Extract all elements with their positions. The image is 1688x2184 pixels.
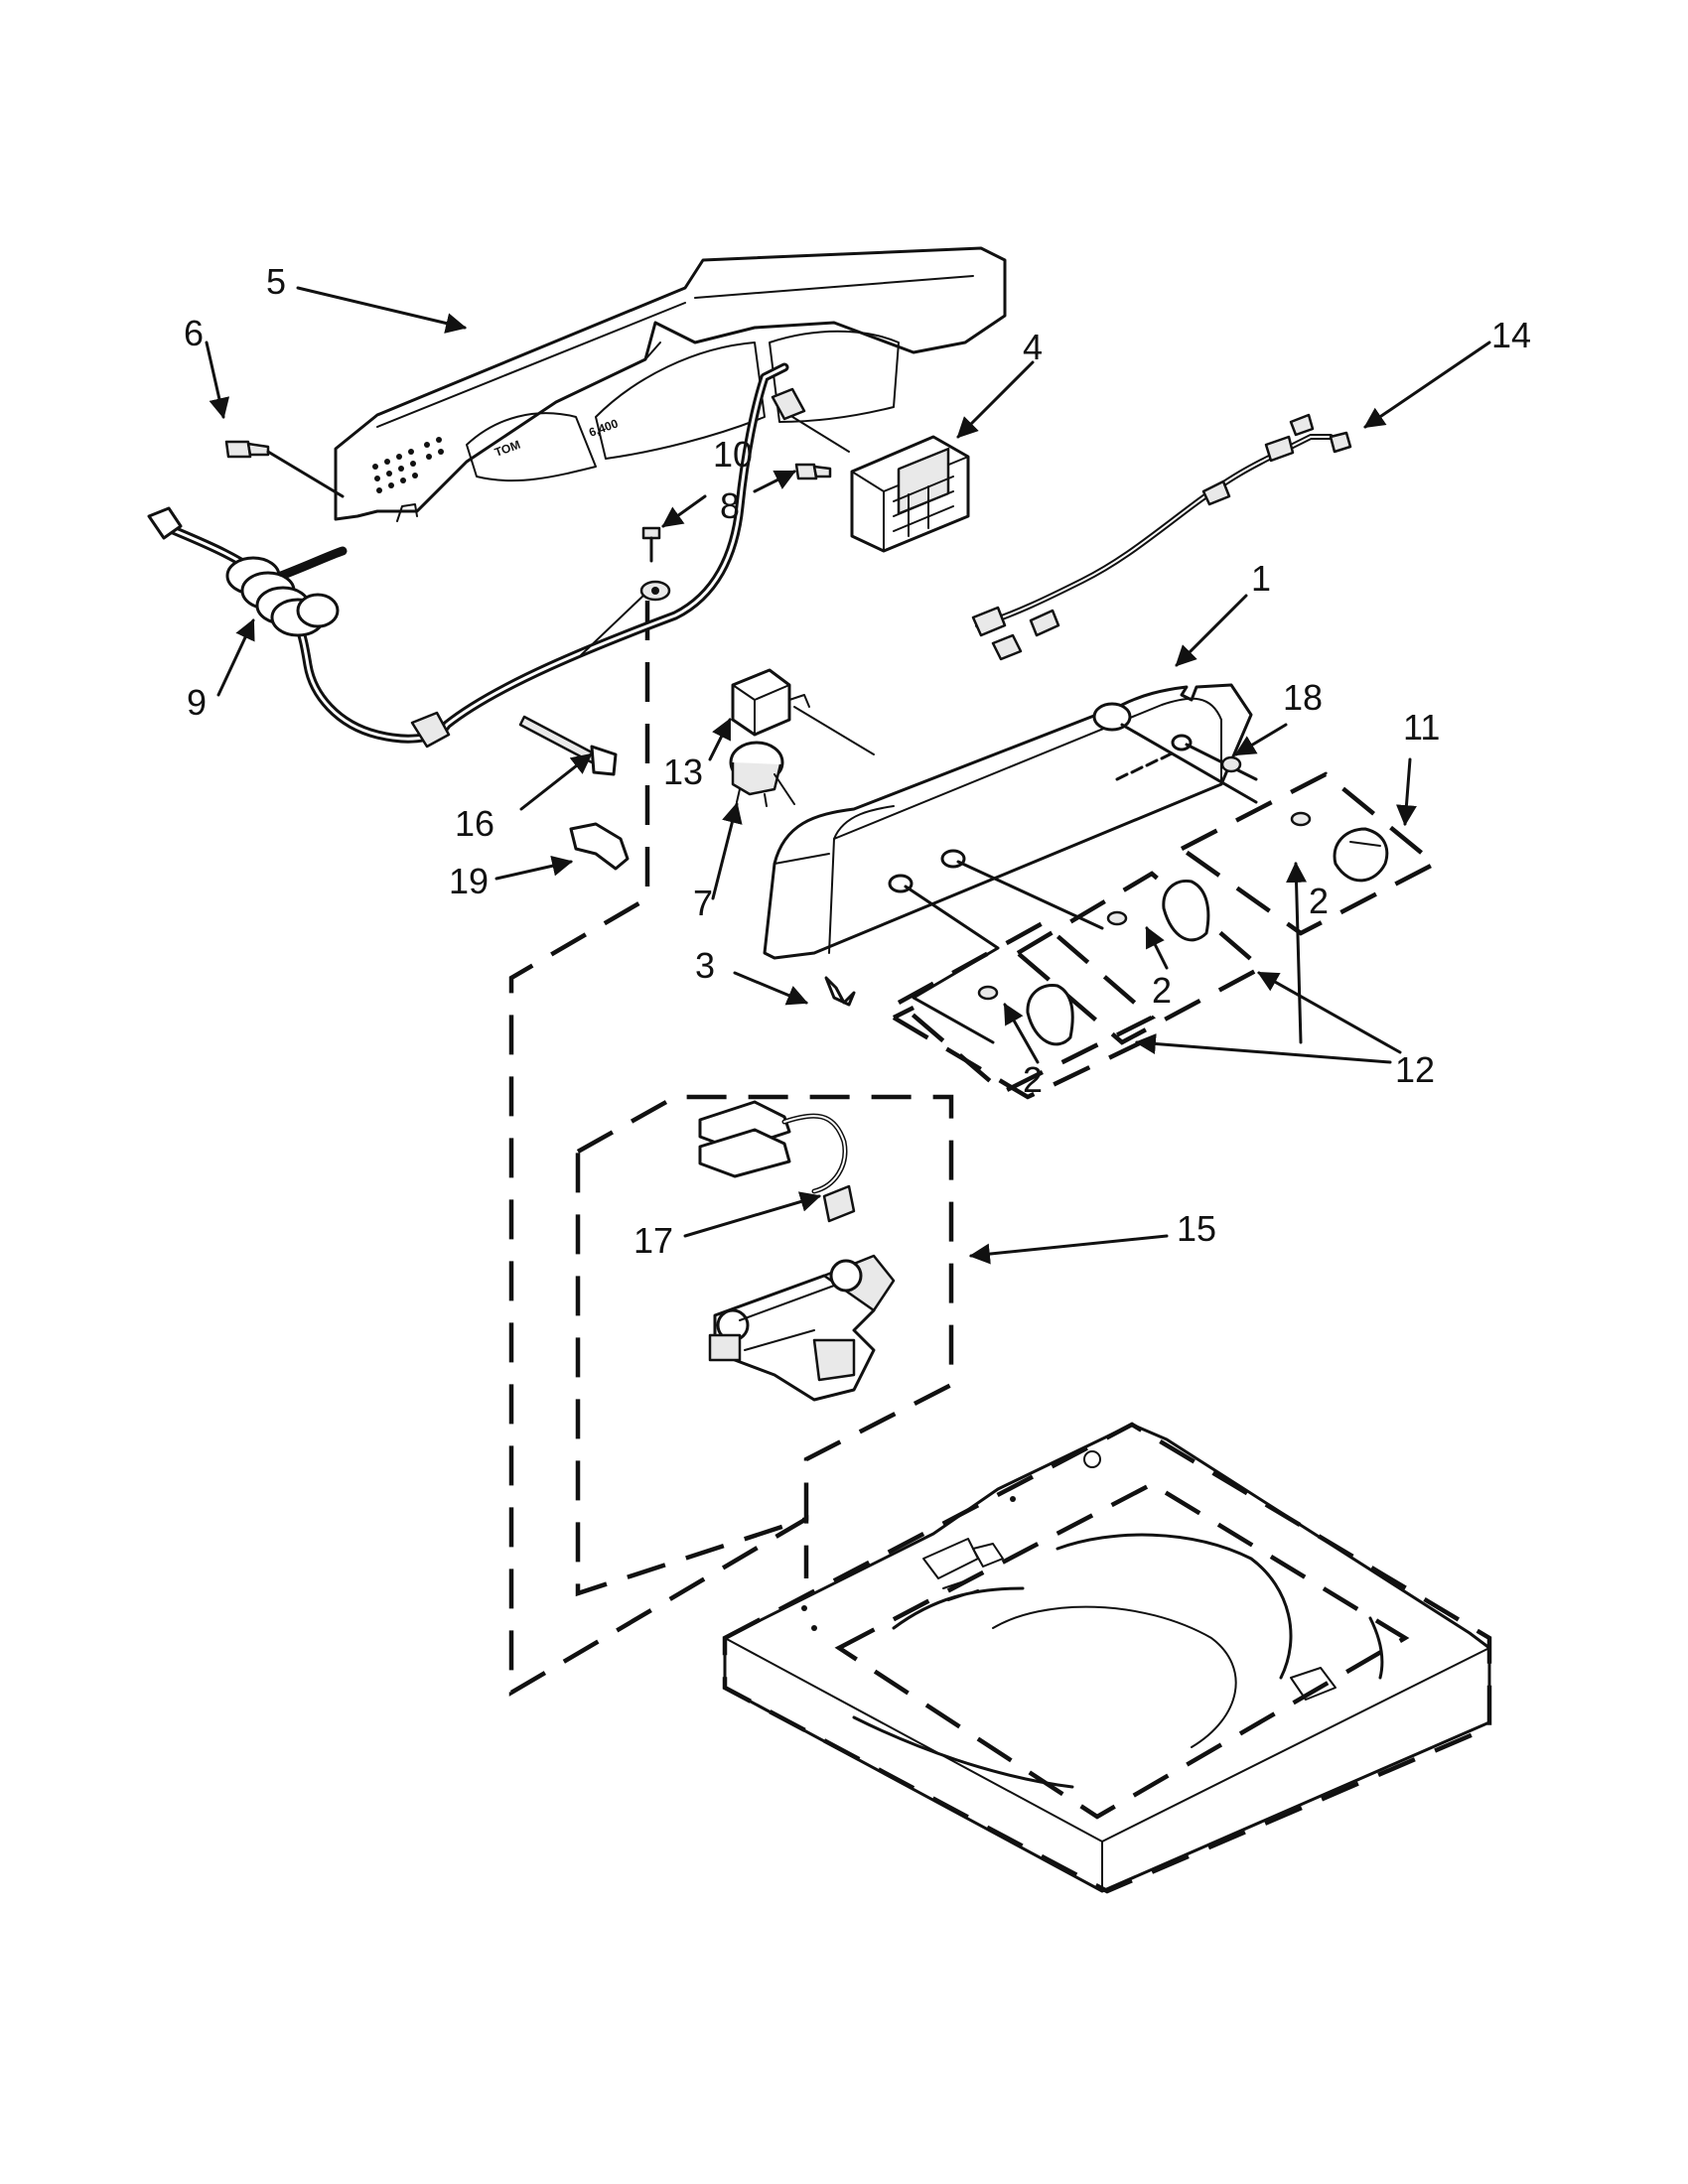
switch-13: [731, 668, 875, 755]
label-6: 6: [184, 313, 204, 353]
vent-holes: [372, 437, 444, 493]
power-cord: [147, 362, 789, 749]
label-1: 1: [1251, 558, 1271, 599]
knob-group-11-box: [1177, 771, 1440, 936]
label-8: 8: [720, 485, 740, 526]
shaft-upper: [1120, 723, 1258, 804]
knob-lower: [977, 983, 1074, 1046]
label-2a: 2: [1309, 881, 1329, 921]
label-7: 7: [693, 883, 713, 923]
selector-7: [729, 741, 795, 807]
screw-6: [224, 440, 270, 459]
label-17: 17: [633, 1220, 673, 1261]
callout-labels: 5 6 4 10 8 14 1 18 11 9 13 7 3 2 2 2 12 …: [184, 261, 1531, 1261]
label-13: 13: [663, 751, 703, 792]
wire-harness-14: [971, 413, 1352, 661]
label-15: 15: [1177, 1208, 1216, 1249]
label-12: 12: [1395, 1049, 1435, 1090]
bushing-18: [1220, 755, 1242, 773]
label-2b: 2: [1152, 970, 1172, 1011]
cable-tie-16: [518, 715, 618, 776]
label-16: 16: [455, 803, 494, 844]
label-18: 18: [1283, 677, 1323, 718]
label-2c: 2: [1023, 1059, 1043, 1100]
shaft-lower: [904, 885, 1000, 1044]
label-11: 11: [1403, 707, 1440, 748]
top-frame-base: [723, 1423, 1491, 1893]
panel-right-marking: 6,400: [587, 416, 620, 440]
knob-group-12-upper-box: [1014, 871, 1265, 1045]
valve-assembly-box: [575, 1094, 954, 1597]
control-board-4: [771, 387, 970, 553]
top-frame-dash-inner: [834, 1481, 1410, 1820]
leader-6: [266, 450, 345, 498]
console-1: [763, 683, 1253, 960]
screw-8: [794, 463, 832, 480]
label-3: 3: [695, 945, 715, 986]
ground-screw-10: [639, 526, 671, 602]
label-4: 4: [1023, 327, 1043, 367]
label-5: 5: [266, 261, 286, 302]
valve-assembly-15: [698, 1100, 896, 1402]
clamp-19: [569, 822, 630, 871]
label-10: 10: [713, 434, 753, 475]
knob-upper: [1290, 811, 1389, 883]
label-9: 9: [187, 682, 207, 723]
ground-path-dash: [508, 601, 809, 1697]
shaft-middle: [956, 860, 1104, 930]
label-14: 14: [1491, 315, 1531, 355]
leader-lines: [205, 286, 1491, 1265]
clip-3: [824, 976, 856, 1007]
shaft-18: [1185, 743, 1258, 781]
label-19: 19: [449, 861, 489, 901]
knob-middle: [1106, 879, 1210, 942]
knob-group-12-bottom-box: [892, 1005, 1153, 1100]
